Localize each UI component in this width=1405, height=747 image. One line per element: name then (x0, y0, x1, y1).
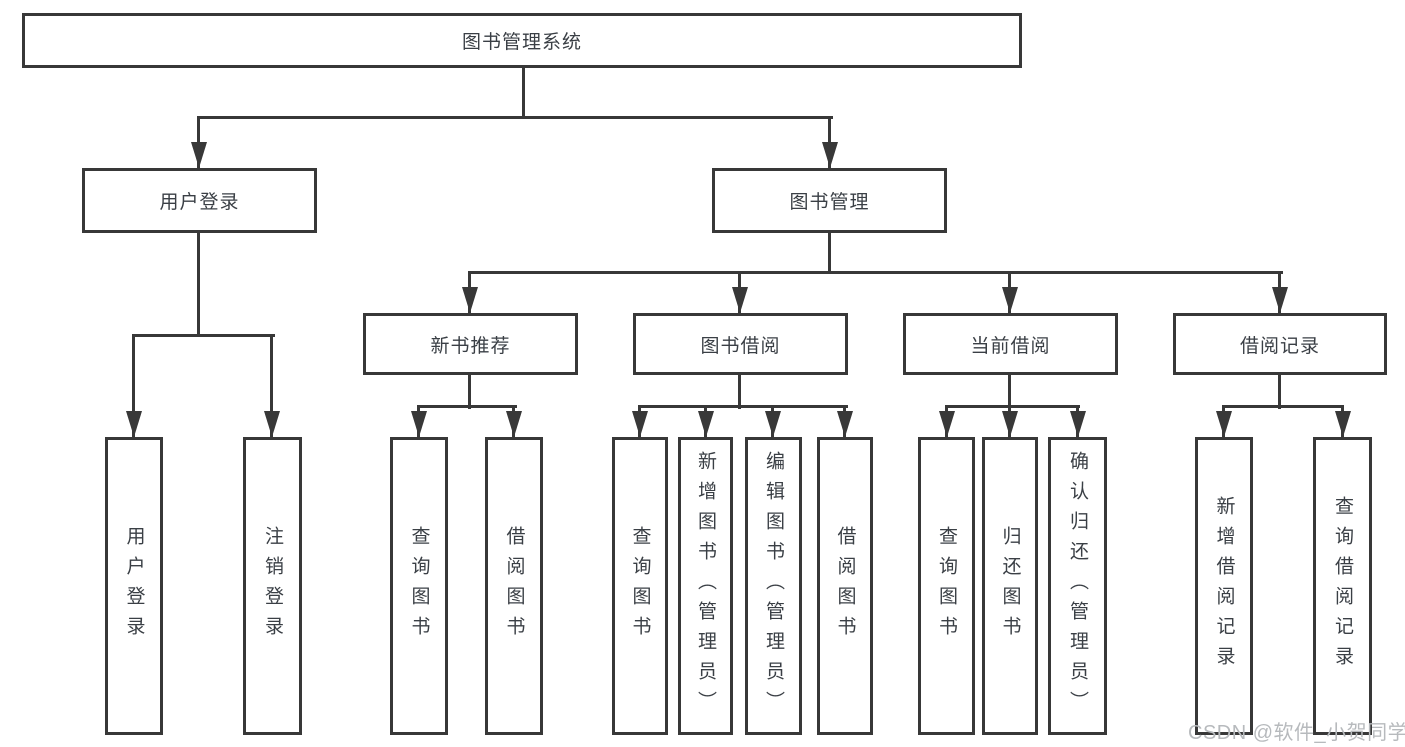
leaf-return-book: 归还图书 (982, 437, 1038, 735)
node-current-borrow-label: 当前借阅 (970, 335, 1051, 357)
node-root-label: 图书管理系统 (461, 32, 582, 53)
leaf-borrow-query-book: 查询图书 (612, 437, 668, 735)
arrow-down-icon (462, 287, 478, 313)
connector-borrow-record-stem (1278, 375, 1281, 409)
connector-book-borrow-stem (738, 375, 741, 409)
arrow-down-icon (506, 411, 522, 437)
leaf-add-borrow-record: 新增借阅记录 (1195, 437, 1253, 735)
leaf-recommend-query-book-label: 查询图书 (408, 526, 430, 646)
node-book-borrow: 图书借阅 (633, 313, 848, 375)
node-book-management-label: 图书管理 (789, 192, 870, 213)
connector-level3-bar (468, 271, 1283, 274)
arrow-down-icon (698, 411, 714, 437)
arrow-down-icon (732, 287, 748, 313)
leaf-edit-book-admin-label: 编辑图书（管理员） (763, 451, 784, 721)
arrow-down-icon (126, 411, 142, 437)
connector-book-borrow-bar (638, 405, 848, 408)
arrow-down-icon (191, 142, 207, 168)
connector-user-login-bar (132, 334, 275, 337)
node-new-book-recommend: 新书推荐 (363, 313, 578, 375)
leaf-query-borrow-record: 查询借阅记录 (1313, 437, 1372, 735)
arrow-down-icon (822, 142, 838, 168)
leaf-recommend-borrow-book-label: 借阅图书 (503, 526, 525, 646)
arrow-down-icon (632, 411, 648, 437)
arrow-down-icon (765, 411, 781, 437)
leaf-return-book-label: 归还图书 (999, 526, 1021, 646)
node-current-borrow: 当前借阅 (903, 313, 1118, 375)
connector-user-login-stem (197, 233, 200, 336)
leaf-add-book-admin-label: 新增图书（管理员） (695, 451, 716, 721)
leaf-query-borrow-record-label: 查询借阅记录 (1332, 496, 1353, 676)
connector-current-borrow-stem (1008, 375, 1011, 409)
connector-root-stem (522, 68, 525, 118)
leaf-user-login: 用户登录 (105, 437, 163, 735)
leaf-current-query-book: 查询图书 (918, 437, 975, 735)
arrow-down-icon (1216, 411, 1232, 437)
leaf-recommend-query-book: 查询图书 (390, 437, 448, 735)
node-root: 图书管理系统 (22, 13, 1022, 68)
arrow-down-icon (1272, 287, 1288, 313)
leaf-user-login-label: 用户登录 (123, 526, 145, 646)
csdn-watermark: CSDN @软件_小贺同学 (1188, 722, 1405, 744)
arrow-down-icon (1070, 411, 1086, 437)
connector-drop-leaf-user-login (132, 336, 135, 437)
connector-drop-leaf-logout (270, 336, 273, 437)
leaf-borrow-book-label: 借阅图书 (834, 526, 856, 646)
leaf-current-query-book-label: 查询图书 (936, 526, 957, 646)
connector-book-management-stem (828, 233, 831, 273)
leaf-confirm-return-admin: 确认归还（管理员） (1048, 437, 1107, 735)
node-borrow-record: 借阅记录 (1173, 313, 1387, 375)
arrow-down-icon (939, 411, 955, 437)
node-book-management: 图书管理 (712, 168, 947, 233)
leaf-borrow-book: 借阅图书 (817, 437, 873, 735)
leaf-add-book-admin: 新增图书（管理员） (678, 437, 733, 735)
leaf-logout-label: 注销登录 (262, 526, 283, 646)
node-user-login-label: 用户登录 (159, 192, 240, 213)
node-user-login: 用户登录 (82, 168, 317, 233)
node-book-borrow-label: 图书借阅 (700, 335, 781, 357)
connector-new-book-bar (417, 405, 517, 408)
arrow-down-icon (1335, 411, 1351, 437)
connector-current-borrow-bar (945, 405, 1080, 408)
arrow-down-icon (1002, 411, 1018, 437)
arrow-down-icon (1002, 287, 1018, 313)
leaf-recommend-borrow-book: 借阅图书 (485, 437, 543, 735)
arrow-down-icon (411, 411, 427, 437)
arrow-down-icon (264, 411, 280, 437)
leaf-borrow-query-book-label: 查询图书 (629, 526, 651, 646)
node-borrow-record-label: 借阅记录 (1239, 335, 1320, 357)
connector-new-book-stem (468, 375, 471, 409)
leaf-logout: 注销登录 (243, 437, 302, 735)
node-new-book-recommend-label: 新书推荐 (430, 335, 511, 357)
leaf-edit-book-admin: 编辑图书（管理员） (745, 437, 802, 735)
arrow-down-icon (837, 411, 853, 437)
leaf-confirm-return-admin-label: 确认归还（管理员） (1067, 451, 1088, 721)
connector-borrow-record-bar (1222, 405, 1344, 408)
connector-level2-bar (197, 116, 833, 119)
leaf-add-borrow-record-label: 新增借阅记录 (1213, 496, 1235, 676)
